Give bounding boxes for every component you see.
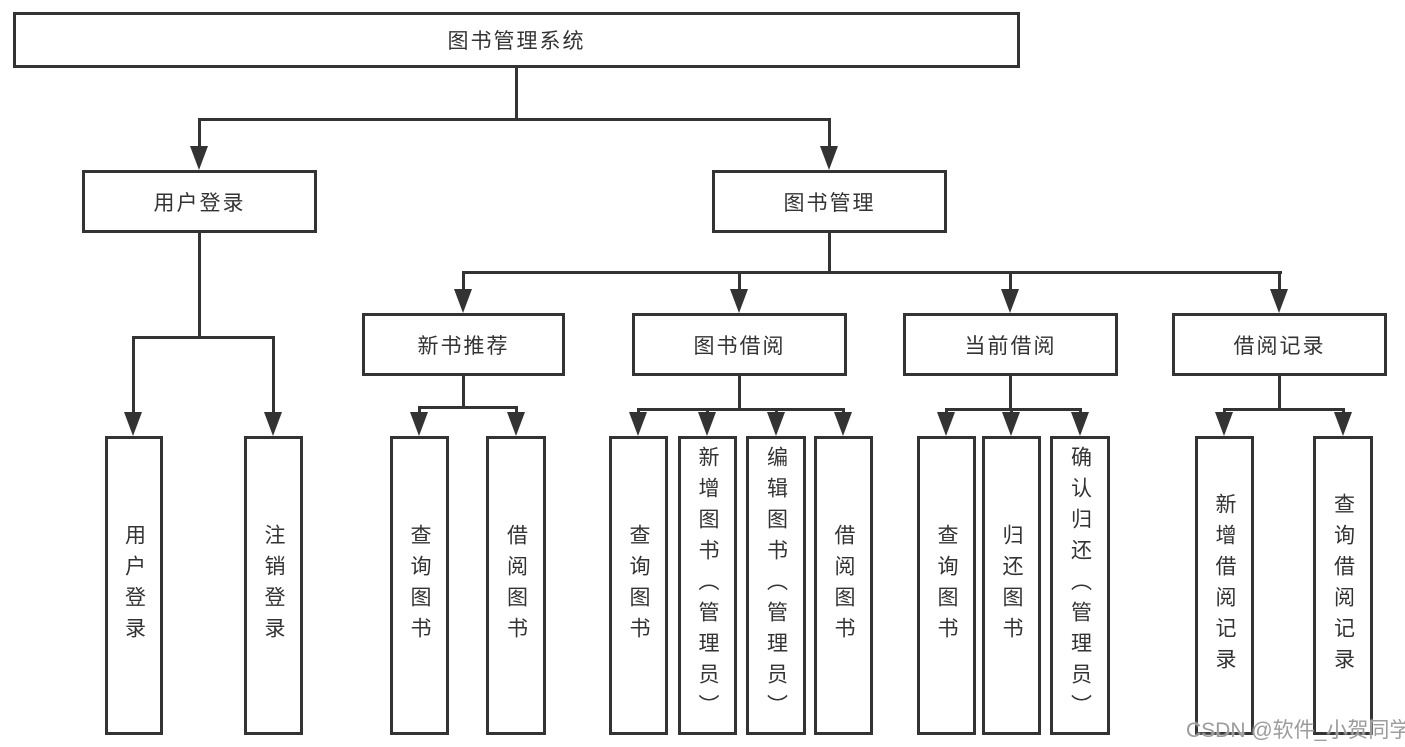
arrow-down-icon <box>1270 289 1288 313</box>
connector-line <box>842 408 845 414</box>
arrow-down-icon <box>507 412 525 436</box>
node-label: 归还图书 <box>1000 523 1023 648</box>
node-leaf-confirm-return-admin: 确认归还（管理员） <box>1050 436 1110 735</box>
node-leaf-borrow-book-2: 借阅图书 <box>814 436 873 735</box>
arrow-down-icon <box>454 289 472 313</box>
node-label: 图书管理系统 <box>447 30 586 53</box>
node-label: 新书推荐 <box>417 334 510 358</box>
arrow-down-icon <box>698 412 716 436</box>
arrow-down-icon <box>1334 412 1352 436</box>
node-leaf-borrow-book-1: 借阅图书 <box>486 436 546 735</box>
arrow-down-icon <box>1215 412 1233 436</box>
connector-line <box>945 408 1082 411</box>
node-label: 图书借阅 <box>693 334 786 358</box>
node-leaf-add-book-admin: 新增图书（管理员） <box>678 436 737 735</box>
node-new-book-recommend: 新书推荐 <box>362 313 565 376</box>
connector-line <box>462 271 465 291</box>
connector-line <box>775 408 778 414</box>
connector-line <box>1010 408 1013 414</box>
node-leaf-logout: 注销登录 <box>244 436 303 735</box>
node-borrow-records: 借阅记录 <box>1172 313 1387 376</box>
arrow-down-icon <box>1071 412 1089 436</box>
node-library-system: 图书管理系统 <box>13 12 1020 68</box>
connector-line <box>198 118 201 148</box>
connector-line <box>738 271 741 291</box>
connector-line <box>462 376 465 409</box>
node-label: 用户登录 <box>153 191 246 215</box>
node-label: 新增借阅记录 <box>1213 492 1236 679</box>
arrow-down-icon <box>1001 289 1019 313</box>
connector-line <box>828 233 831 274</box>
connector-line <box>418 406 421 414</box>
arrow-down-icon <box>629 412 647 436</box>
connector-line <box>706 408 709 414</box>
node-leaf-edit-book-admin: 编辑图书（管理员） <box>746 436 806 735</box>
arrow-down-icon <box>410 412 428 436</box>
node-label: 查询借阅记录 <box>1331 492 1355 679</box>
node-leaf-query-book-3: 查询图书 <box>917 436 976 735</box>
connector-line <box>637 408 845 411</box>
arrow-down-icon <box>834 412 852 436</box>
connector-line <box>1223 408 1345 411</box>
node-label: 借阅图书 <box>504 523 528 648</box>
node-label: 借阅记录 <box>1233 334 1326 358</box>
connector-line <box>1079 408 1082 414</box>
node-label: 查询图书 <box>935 523 958 648</box>
node-label: 确认归还（管理员） <box>1068 446 1092 725</box>
arrow-down-icon <box>1002 412 1020 436</box>
connector-line <box>1009 271 1012 291</box>
connector-line <box>1009 376 1012 411</box>
arrow-down-icon <box>767 412 785 436</box>
connector-line <box>132 336 275 339</box>
node-label: 图书管理 <box>783 191 876 215</box>
arrow-down-icon <box>730 289 748 313</box>
node-label: 查询图书 <box>627 523 650 648</box>
arrow-down-icon <box>937 412 955 436</box>
connector-line <box>1342 408 1345 414</box>
connector-line <box>515 68 518 120</box>
node-label: 查询图书 <box>408 523 431 648</box>
node-leaf-user-login: 用户登录 <box>105 436 163 735</box>
connector-line <box>198 232 201 339</box>
node-user-login: 用户登录 <box>82 170 317 233</box>
node-leaf-query-book-2: 查询图书 <box>609 436 668 735</box>
node-label: 注销登录 <box>262 523 285 648</box>
connector-line <box>418 406 518 409</box>
node-leaf-add-borrow-record: 新增借阅记录 <box>1195 436 1254 735</box>
node-book-management: 图书管理 <box>712 170 947 233</box>
node-leaf-return-book: 归还图书 <box>982 436 1041 735</box>
node-leaf-query-borrow-record: 查询借阅记录 <box>1313 436 1373 735</box>
connector-line <box>945 408 948 414</box>
connector-line <box>1278 271 1281 291</box>
arrow-down-icon <box>190 146 208 170</box>
connector-line <box>198 118 831 121</box>
node-book-borrow: 图书借阅 <box>632 313 847 376</box>
node-label: 新增图书（管理员） <box>696 446 719 725</box>
connector-line <box>272 336 275 414</box>
arrow-down-icon <box>820 146 838 170</box>
node-leaf-query-book-1: 查询图书 <box>390 436 449 735</box>
connector-line <box>738 376 741 411</box>
connector-line <box>515 406 518 414</box>
connector-line <box>1278 376 1281 411</box>
arrow-down-icon <box>124 412 142 436</box>
connector-line <box>462 271 1282 274</box>
connector-line <box>637 408 640 414</box>
node-label: 编辑图书（管理员） <box>764 446 788 725</box>
watermark-csdn: CSDN @软件_小贺同学 <box>1186 719 1405 742</box>
node-label: 当前借阅 <box>964 334 1057 358</box>
connector-line <box>1223 408 1226 414</box>
node-label: 用户登录 <box>122 523 146 648</box>
connector-line <box>828 118 831 148</box>
arrow-down-icon <box>264 412 282 436</box>
node-label: 借阅图书 <box>832 523 855 648</box>
connector-line <box>132 336 135 414</box>
node-current-borrow: 当前借阅 <box>903 313 1118 376</box>
